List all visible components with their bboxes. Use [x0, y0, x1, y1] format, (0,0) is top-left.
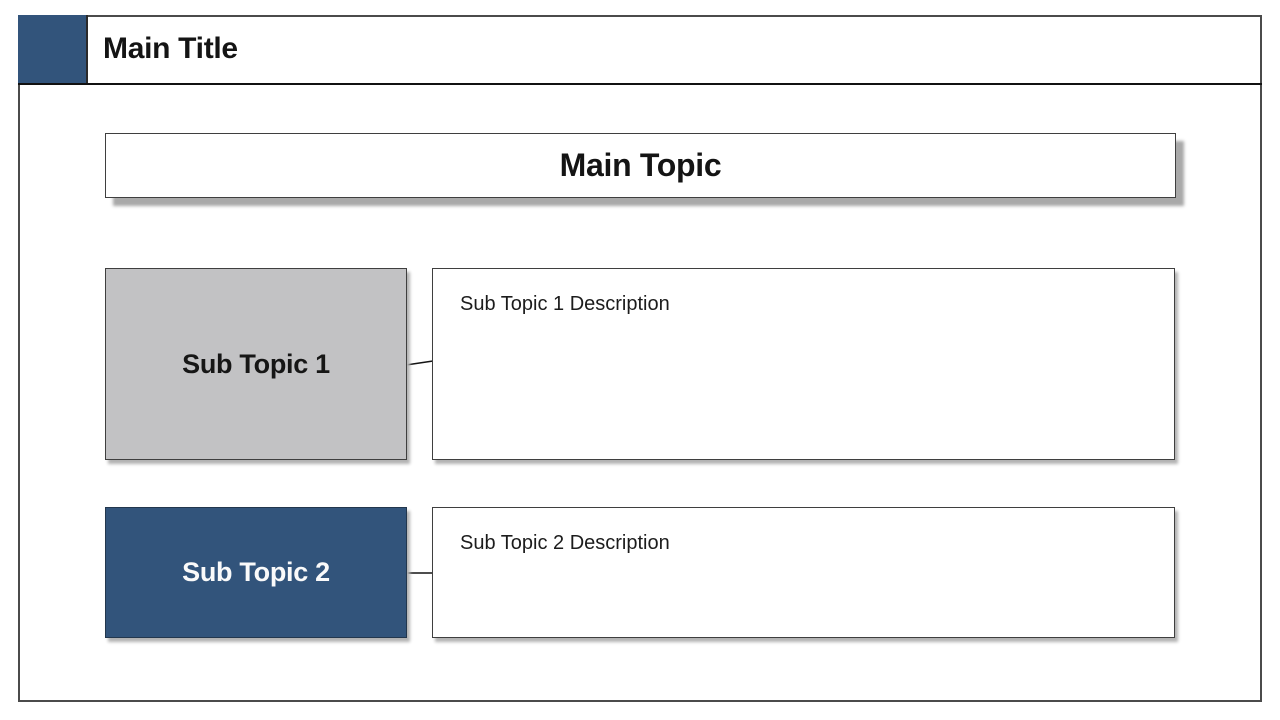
sub-topic-2-label: Sub Topic 2 [182, 557, 330, 587]
sub-topic-1-description-box: Sub Topic 1 Description [432, 268, 1175, 460]
sub-topic-2-box: Sub Topic 2 [105, 507, 407, 638]
main-topic-label: Main Topic [559, 147, 722, 183]
main-topic-box: Main Topic [105, 133, 1176, 198]
sub-topic-2-description: Sub Topic 2 Description [460, 532, 670, 554]
sub-topic-1-box: Sub Topic 1 [105, 268, 407, 460]
sub-topic-1-label: Sub Topic 1 [182, 348, 330, 379]
slide-title: Main Title [103, 32, 238, 65]
header-accent-square [18, 15, 88, 83]
sub-topic-2-description-box: Sub Topic 2 Description [432, 507, 1175, 638]
sub-topic-1-description: Sub Topic 1 Description [460, 293, 670, 315]
header-divider-line [18, 83, 1262, 85]
slide-frame [18, 15, 1262, 702]
